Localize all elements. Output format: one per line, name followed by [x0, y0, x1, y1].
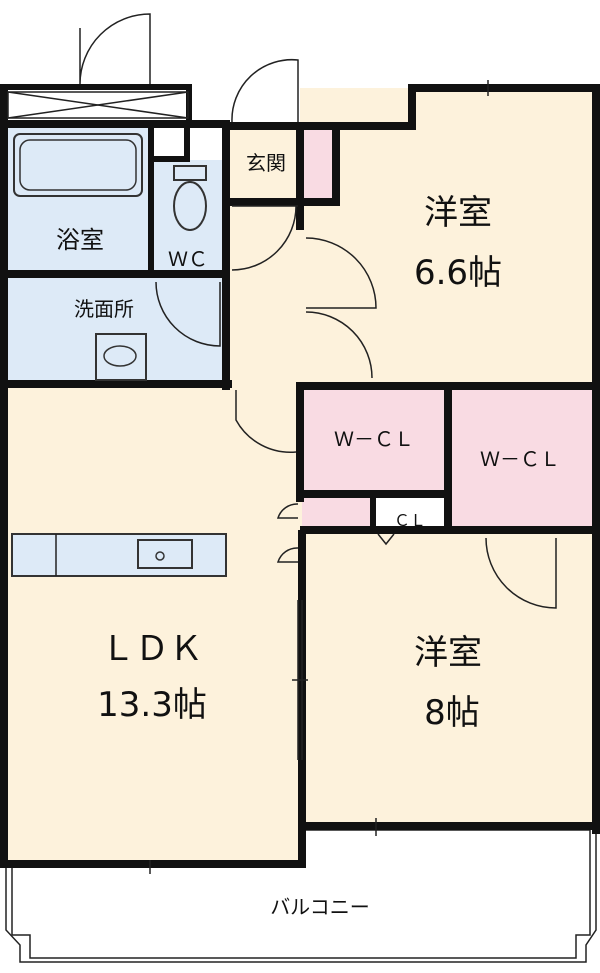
wcl-left-floor [302, 386, 446, 494]
ldk-size: 13.3帖 [97, 685, 207, 725]
entrance-door-swing [231, 58, 299, 123]
balcony-inner-outline [5, 830, 597, 963]
ldk-name: ＬＤＫ [101, 629, 203, 669]
bath-name: 浴室 [56, 226, 104, 254]
walls [0, 84, 600, 868]
balcony [5, 829, 597, 963]
fixtures [11, 133, 227, 577]
wcl-strip-door-2 [276, 547, 299, 563]
wash-basin-bowl [103, 345, 137, 367]
western-room-top-size: 6.6帖 [414, 253, 502, 293]
western-room-bottom-floor [300, 530, 594, 826]
western-room-bottom-name: 洋室 [414, 633, 482, 673]
balcony-outline [11, 829, 591, 959]
washroom-door-swing [155, 281, 221, 347]
western-room-top-floor [300, 88, 594, 386]
cl-strip-floor [302, 498, 370, 530]
bathtub [13, 133, 143, 197]
entrance-name: 玄関 [246, 151, 286, 175]
toilet-icon [173, 181, 207, 231]
western-bottom-door [485, 537, 557, 609]
wc-door-swing [231, 205, 298, 271]
western-room-bottom-size: 8帖 [424, 693, 480, 733]
floor-fills [6, 88, 594, 862]
wcl-left-name: Ｗ－ＣＬ [334, 427, 414, 451]
wcl-strip-door-1 [276, 503, 299, 519]
wcl-right-name: Ｗ－ＣＬ [480, 447, 560, 471]
kitchen-sink-drain [155, 551, 165, 561]
cl-name: ＣＬ [394, 511, 426, 530]
wc-name: ＷＣ [168, 247, 208, 271]
hallway-floor [226, 126, 302, 388]
washroom-name: 洗面所 [74, 297, 134, 321]
front-door-swing [79, 13, 151, 85]
entrance-floor [300, 126, 336, 198]
hall-door-swing [235, 390, 297, 453]
balcony-name: バルコニー [270, 895, 370, 919]
western-room-top-name: 洋室 [424, 193, 492, 233]
toilet-tank [173, 165, 207, 181]
kitchen-counter [11, 533, 227, 577]
cl-door-marker [377, 533, 395, 546]
bathtub-inner [19, 139, 137, 191]
doors [79, 13, 557, 874]
washroom-floor [6, 274, 228, 384]
kitchen-sink [137, 539, 193, 569]
western-top-door-1 [305, 237, 377, 309]
bath-floor [6, 128, 152, 274]
wcl-right-floor [452, 386, 594, 530]
wash-basin [95, 333, 147, 381]
western-top-door-2 [305, 311, 373, 379]
ldk-floor [6, 382, 302, 862]
room-labels: 洋室 6.6帖 洋室 8帖 ＬＤＫ 13.3帖 浴室 ＷＣ 洗面所 玄関 Ｗ－Ｃ… [56, 151, 560, 919]
